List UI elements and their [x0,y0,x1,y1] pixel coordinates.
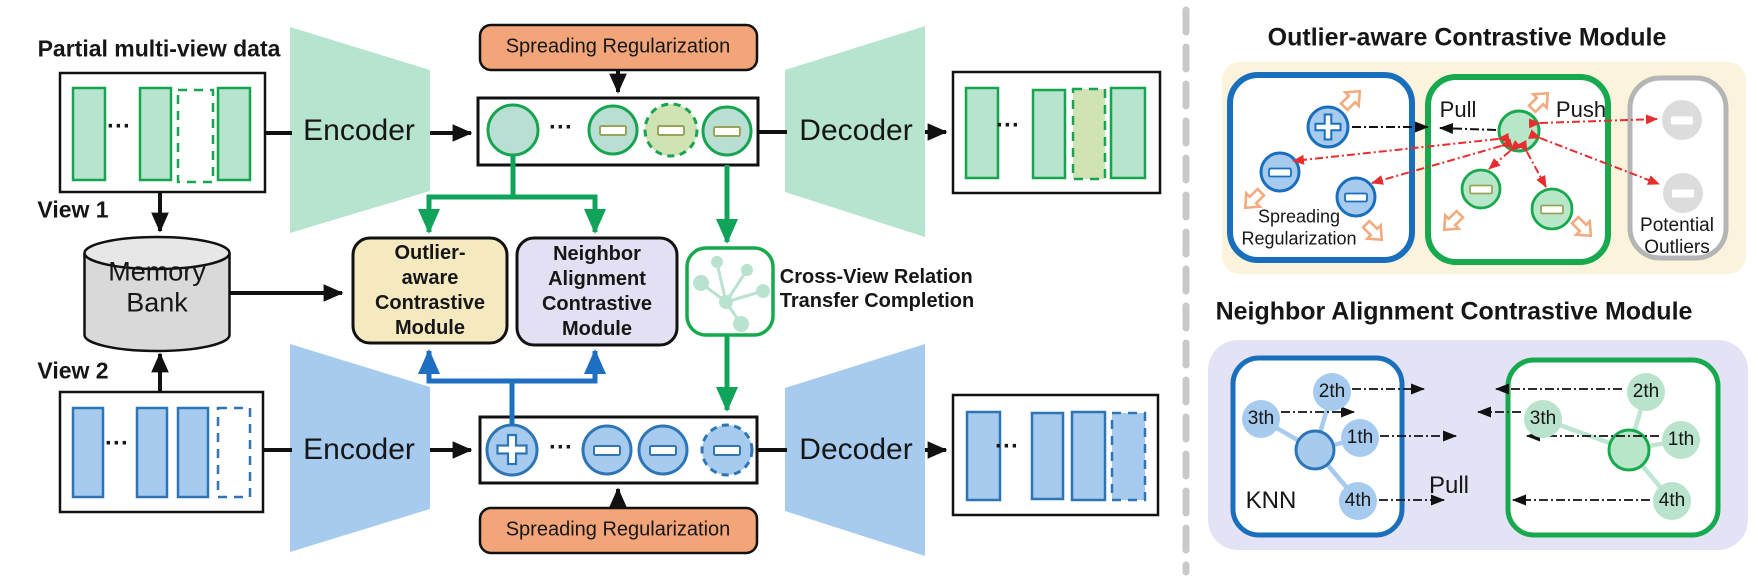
view2-sample-2 [135,406,169,499]
alignment-pull-lines [1281,383,1659,506]
outlier-anchor-circle [1497,109,1541,153]
out2-recovered-sample [1110,411,1147,502]
negative-circle-bottom-2 [637,424,689,476]
spreading-reg-box-bottom [478,506,759,555]
latent-box-bottom [478,415,759,485]
view1-sample-3 [216,86,252,182]
crossview-transfer-box [685,246,775,337]
push-arrows [1292,114,1660,188]
knn-blue-node-1th: 1th [1341,419,1379,457]
out1-sample-2 [1031,88,1067,180]
out2-sample-1 [965,410,1002,502]
out1-sample-1 [964,86,1000,180]
outlier-blue-negative-1 [1259,151,1301,193]
knn-green-node-2th: 2th [1627,373,1665,411]
encoder-bottom-trapezoid [290,344,430,552]
positive-circle-bottom [485,423,539,477]
outlier-module-box [351,236,509,345]
negative-circle-bottom-1 [581,424,633,476]
view1-missing-sample [176,88,215,184]
knn-blue-center-node [1294,429,1336,471]
spreading-reg-box-top [478,23,759,72]
view1-sample-2 [138,86,173,182]
black-connectors [151,70,948,508]
decoder-top-trapezoid [785,26,925,237]
knn-blue-node-2th: 2th [1313,373,1351,411]
anchor-circle-top [486,103,540,157]
encoder-top-trapezoid [290,27,430,233]
relation-graph-icon [693,256,770,332]
view1-data-box [58,71,267,194]
outlier-positive-circle [1306,105,1350,149]
outlier-green-negative-2 [1530,187,1574,231]
knn-green-node-3th: 3th [1524,400,1562,438]
knn-green-node-4th: 4th [1653,482,1691,520]
negative-circle-top-1 [587,104,639,156]
view2-missing-sample [216,406,252,499]
memory-bank-cylinder [83,235,231,353]
decoder-bottom-trapezoid [785,344,925,556]
potential-outlier-circle-2 [1663,173,1703,213]
green-connectors [418,155,739,413]
blue-connectors [417,348,606,425]
latent-box-top [476,96,760,167]
out1-recovered-sample [1071,87,1107,181]
negative-circle-top-2 [701,105,753,157]
completed-circle-bottom [700,423,754,477]
outlier-blue-negative-2 [1335,176,1377,218]
knn-blue-node-3th: 3th [1242,400,1280,438]
view2-output-box [951,393,1160,517]
view2-data-box [58,390,265,514]
potential-outlier-circle-1 [1662,100,1702,140]
neighbor-module-box [515,236,679,347]
knn-green-node-1th: 1th [1662,421,1700,459]
pull-arrows [1352,121,1497,134]
outlier-green-negative-1 [1460,168,1502,210]
out2-sample-3 [1070,410,1107,502]
completed-circle-top [643,102,699,158]
knn-blue-node-4th: 4th [1339,482,1377,520]
hollow-arrow-icons [1243,89,1593,242]
out2-sample-2 [1030,411,1065,501]
out1-sample-3 [1109,86,1147,180]
view2-sample-1 [71,406,105,499]
knn-green-center-node [1607,428,1651,472]
view1-sample-1 [71,86,107,182]
view1-output-box [951,70,1162,195]
view2-sample-3 [176,406,210,499]
outlier-blue-box [1227,72,1415,263]
